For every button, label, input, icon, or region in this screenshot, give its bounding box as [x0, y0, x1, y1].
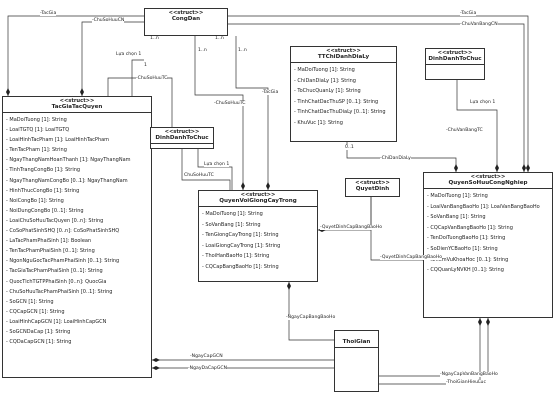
stereotype: <<struct>>	[240, 192, 276, 198]
attribute: - LoaiChuSoHuuTacQuyen [0..n]: String	[6, 217, 104, 224]
attribute: - TenDoiTuongBaoHo [1]: String	[427, 235, 506, 242]
attribute: - NgayThangNamHoanThanh [1]: NgayThangNa…	[6, 157, 131, 164]
attribute: - MaDoiTuong [1]: String	[202, 211, 263, 217]
stereotype: <<struct>>	[470, 174, 506, 180]
assoc-label: -QuyetDinhCapBangBaoHo	[380, 255, 443, 260]
assoc-label: -ChuSoHuuTC	[136, 76, 168, 81]
assoc-label: -ChuSoHuuTC	[214, 101, 246, 106]
attribute: - SoVanBang [1]: String	[202, 221, 261, 228]
class-title: DinhDanhToChuc	[155, 135, 209, 141]
class-congdan[interactable]: <<struct>> CongDan	[144, 8, 228, 36]
assoc-label: -TacGia	[460, 11, 477, 16]
attribute: - HinhThucCongBo [1]: String	[6, 187, 80, 194]
attribute: - TacGiaTacPhamPhaiSinh [0..1]: String	[6, 268, 103, 275]
assoc-label: -ThoiGianHieuLuc	[446, 380, 486, 385]
attribute: - QuocTichTGTPPhaiSinh [0..n]: QuocGia	[6, 278, 107, 285]
stereotype: <<struct>>	[437, 50, 473, 56]
attribute-list: - MaDoiTuong [1]: String - LoaiTGTQ [1]:…	[3, 113, 151, 349]
attribute: - TenGiongCayTrong [1]: String	[202, 232, 279, 239]
class-title: ThoiGian	[342, 339, 371, 345]
class-title: DinhDanhToChuc	[428, 56, 482, 62]
class-title: QuyetDinh	[355, 186, 390, 192]
attribute: - NoiCongBo [1]: String	[6, 197, 64, 204]
assoc-label: -TacGia	[40, 11, 57, 16]
class-dinhdanh-mid[interactable]: <<struct>> DinhDanhToChuc	[150, 127, 214, 149]
choice-label: Lựa chọn 1	[470, 100, 496, 105]
class-quyetdinh[interactable]: <<struct>> QuyetDinh	[345, 178, 400, 197]
attribute: - CQCapVanBangBaoHo [1]: String	[427, 224, 513, 231]
attribute: - MaDoiTuong [1]: String	[6, 117, 67, 123]
assoc-label: -ChuSoHuuCN	[92, 18, 125, 23]
multiplicity: 1..n	[215, 36, 224, 41]
class-title: QuyenVoiGiongCayTrong	[219, 198, 297, 204]
multiplicity: 0..1	[345, 145, 354, 150]
attribute: - LoaiVanBangBaoHo [1]: LoaiVanBangBaoHo	[427, 203, 540, 210]
attribute: - SoVanBang [1]: String	[427, 214, 486, 221]
stereotype: <<struct>>	[355, 180, 390, 186]
attribute: - LoaiTGTQ [1]: LoaiTGTQ	[6, 127, 70, 134]
attribute: - CoSoPhatSinhSHQ [0..n]: CoSoPhatSinhSH…	[6, 228, 120, 235]
attribute: - TenTacPham [1]: String	[6, 147, 67, 154]
attribute: - LoaiHinhTacPham [1]: LoaiHinhTacPham	[6, 137, 110, 144]
class-tacgia[interactable]: <<struct>> TacGiaTacQuyen - MaDoiTuong […	[2, 96, 152, 378]
class-ttchidanh[interactable]: <<struct>> TTChiDanhDiaLy - MaDoiTuong […	[290, 46, 397, 142]
attribute: - LaTacPhamPhaiSinh [1]: Boolean	[6, 238, 92, 245]
class-shcn[interactable]: <<struct>> QuyenSoHuuCongNghiep - MaDoiT…	[423, 172, 553, 318]
class-title: TacGiaTacQuyen	[51, 104, 103, 110]
multiplicity: 1	[144, 63, 147, 68]
stereotype: <<struct>>	[164, 129, 200, 135]
assoc-label: -NgayCapBangBaoHo	[286, 315, 336, 320]
attribute: - CQCapGCN [1]: String	[6, 308, 65, 315]
attribute: - SoGCN [1]: String	[6, 298, 54, 305]
attribute: - TenTacPhamPhaiSinh [0..1]: String	[6, 248, 95, 255]
attribute: - TinhChatDacThuSP [0..1]: String	[294, 98, 379, 105]
attribute: - TinhChatDacThuDiaLy [0..1]: String	[294, 109, 386, 116]
assoc-label: -NgayDaCapGCN	[188, 366, 228, 371]
class-giongcay[interactable]: <<struct>> QuyenVoiGiongCayTrong - MaDoi…	[198, 190, 318, 282]
attribute: - NgonNguGocTacPhamPhaiSinh [0..1]: Stri…	[6, 258, 120, 265]
assoc-label: -NgayCapGCN	[190, 354, 223, 359]
attribute: - ToChucQuanLy [1]: String	[294, 88, 361, 95]
attribute: - LoaiHinhCapGCN [1]: LoaiHinhCapGCN	[6, 318, 107, 325]
class-title: TTChiDanhDiaLy	[317, 54, 370, 60]
attribute-list: - MaDoiTuong [1]: String - SoVanBang [1]…	[199, 207, 317, 275]
assoc-label: ChuSoHuuTC	[184, 173, 214, 178]
class-title: CongDan	[171, 16, 201, 22]
attribute-list: - MaDoiTuong [1]: String - LoaiVanBangBa…	[424, 189, 552, 278]
stereotype: <<struct>>	[168, 10, 204, 16]
attribute: - ChuSoHuuTacPhamPhaiSinh [0..1]: String	[6, 288, 113, 295]
assoc-label: -QuyetDinhCapBangBaoHo	[320, 225, 383, 230]
class-dinhdanh-right[interactable]: <<struct>> DinhDanhToChuc	[425, 48, 485, 80]
assoc-label: -TacGia	[262, 90, 279, 95]
attribute: - NoiDungCongBo [0..1]: String	[6, 207, 84, 214]
assoc-label: -NgayCapVanBangBaoHo	[440, 372, 498, 377]
attribute-list: - MaDoiTuong [1]: String - ChiDanDiaLy […	[291, 63, 396, 131]
attribute: - LoaiGiongCayTrong [1]: String	[202, 242, 281, 249]
multiplicity: 1..n	[238, 48, 247, 53]
attribute: - KhuVuc [1]: String	[294, 119, 343, 126]
attribute: - ThoiHanBaoHo [1]: String	[202, 253, 270, 260]
stereotype: <<struct>>	[326, 48, 361, 54]
attribute: - TinhTrangCongBo [1]: String	[6, 167, 81, 174]
class-thoigian[interactable]: ThoiGian	[334, 330, 379, 392]
attribute: - NgayThangNamCongBo [0..1]: NgayThangNa…	[6, 177, 128, 184]
attribute: - MaDoiTuong [1]: String	[294, 67, 355, 73]
choice-label: Lựa chọn 1	[204, 162, 230, 167]
multiplicity: 1..n	[150, 36, 159, 41]
assoc-label: -ChuVanBangTC	[446, 128, 483, 133]
assoc-label: -ChiDanDiaLy	[380, 156, 411, 161]
attribute: - MaDoiTuong [1]: String	[427, 193, 488, 199]
attribute: - NhiemVuKhoaHoc [0..1]: String	[427, 256, 509, 263]
attribute: - ChiDanDiaLy [1]: String	[294, 77, 356, 84]
attribute: - SoGCNDaCap [1]: String	[6, 328, 71, 335]
attribute: - CQCapBangBaoHo [1]: String	[202, 263, 279, 270]
class-title: QuyenSoHuuCongNghiep	[448, 180, 528, 186]
assoc-label: -ChuVanBangCN	[460, 22, 498, 27]
attribute: - CQDaCapGCN [1]: String	[6, 339, 72, 346]
choice-label: Lựa chọn 1	[116, 52, 142, 57]
multiplicity: 1..n	[198, 48, 207, 53]
attribute: - SoDienYCBaoHo [1]: String	[427, 245, 498, 252]
stereotype: <<struct>>	[59, 98, 95, 104]
attribute: - CQQuanLyNVKH [0..1]: String	[427, 267, 504, 274]
